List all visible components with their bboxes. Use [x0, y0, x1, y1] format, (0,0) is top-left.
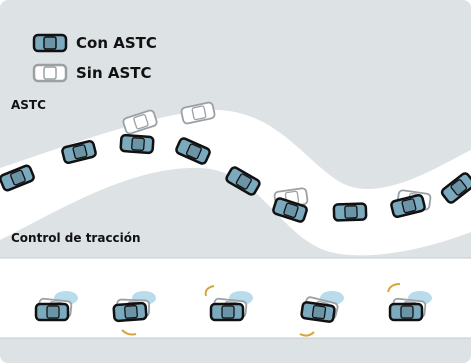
astc-car-line: [34, 302, 70, 322]
legend-label-with-astc: Con ASTC: [76, 34, 157, 52]
spin-arc-icon: [121, 329, 137, 336]
astc-car-curve: [175, 137, 211, 165]
astc-car-curve: [272, 197, 308, 223]
astc-section-title: ASTC: [11, 98, 46, 112]
ghost-car-curve: [180, 101, 216, 125]
ghost-car-curve: [122, 109, 158, 135]
astc-car-line: [388, 302, 424, 322]
astc-car-curve: [225, 166, 261, 196]
astc-car-line: [300, 301, 336, 323]
astc-car-curve: [332, 202, 368, 222]
legend-label-without-astc: Sin ASTC: [76, 64, 152, 82]
legend-item-without-astc: Sin ASTC: [32, 62, 152, 84]
astc-car-curve: [0, 164, 35, 192]
astc-car-curve: [390, 193, 426, 219]
traction-section-title: Control de tracción: [11, 231, 141, 245]
spin-arc-icon: [204, 285, 215, 297]
spin-arc-icon: [387, 283, 401, 293]
car-with-astc-icon: [32, 33, 68, 53]
astc-car-curve: [119, 133, 155, 155]
astc-car-line: [112, 301, 148, 323]
astc-car-line: [209, 302, 245, 322]
astc-car-curve: [440, 172, 471, 204]
legend-item-with-astc: Con ASTC: [32, 32, 157, 54]
spin-arc-icon: [299, 331, 315, 337]
car-without-astc-icon: [32, 63, 68, 83]
astc-car-curve: [61, 139, 97, 165]
